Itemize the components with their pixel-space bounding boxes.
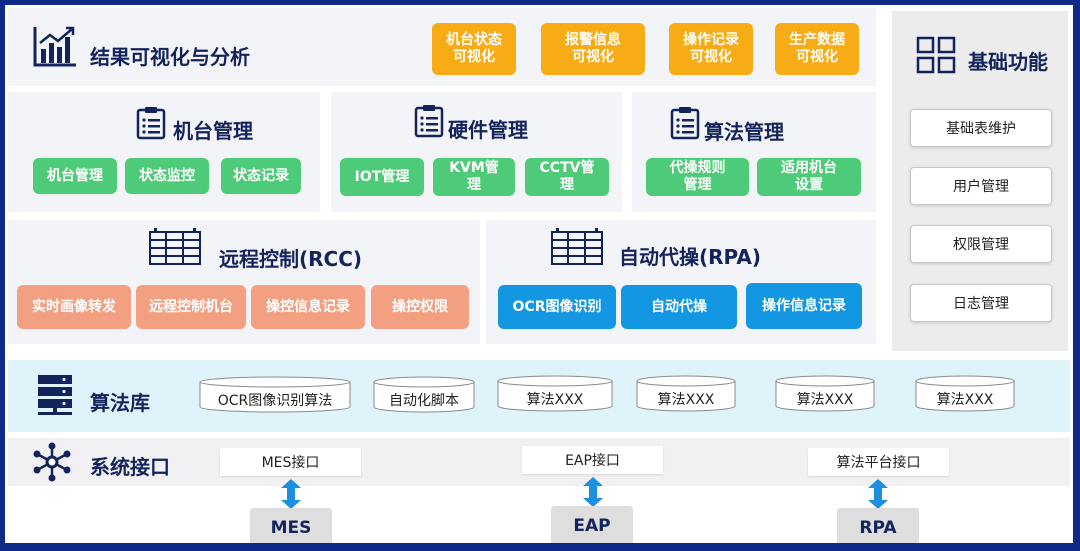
button-line-1: 生产数据 — [789, 32, 845, 48]
operation-record-button[interactable]: 操作信息记录 — [746, 283, 862, 329]
eap-system: EAP — [551, 506, 633, 543]
control-record-button[interactable]: 操控信息记录 — [251, 285, 365, 329]
cylinder-shape — [199, 376, 351, 413]
button-line-1: 操作记录 — [683, 32, 739, 48]
button-line-2: 设置 — [795, 177, 823, 193]
log-manage-button[interactable]: 日志管理 — [910, 284, 1052, 322]
visualization-title: 结果可视化与分析 — [90, 45, 250, 69]
ocr-recognition-button[interactable]: OCR图像识别 — [498, 285, 616, 329]
cylinder-shape — [373, 376, 475, 413]
server-rack-icon — [149, 228, 201, 265]
button-line-1: IOT管理 — [354, 168, 410, 185]
algorithm-platform-interface: 算法平台接口 — [808, 448, 949, 476]
basic-table-button[interactable]: 基础表维护 — [910, 109, 1052, 147]
realtime-image-button[interactable]: 实时画像转发 — [17, 285, 131, 329]
kvm-manage-button[interactable]: KVM管 理 — [433, 158, 515, 196]
button-line-2: 可视化 — [453, 49, 495, 65]
rule-manage-button[interactable]: 代操规则 管理 — [646, 158, 749, 196]
iot-manage-button[interactable]: IOT管理 — [340, 158, 424, 196]
machine-manage-button[interactable]: 机台管理 — [33, 158, 117, 194]
rpa-title: 自动代操(RPA) — [619, 245, 761, 269]
viz-operation-record-button[interactable]: 操作记录 可视化 — [669, 23, 753, 75]
control-permission-button[interactable]: 操控权限 — [371, 285, 469, 329]
viz-alarm-info-button[interactable]: 报警信息 可视化 — [541, 23, 645, 75]
hardware-title: 硬件管理 — [448, 118, 528, 142]
button-line-2: 可视化 — [572, 49, 614, 65]
button-line-2: 管理 — [683, 177, 712, 193]
library-item: OCR图像识别算法 — [199, 376, 351, 414]
library-item-label: 算法XXX — [796, 392, 854, 408]
library-item-label: OCR图像识别算法 — [217, 393, 333, 409]
cylinder-shape — [915, 375, 1015, 412]
button-line-2: 理 — [467, 177, 481, 193]
button-line-1: 代操规则 — [669, 160, 726, 176]
button-line-1: 报警信息 — [565, 32, 621, 48]
double-arrow-icon — [583, 477, 603, 507]
clipboard-icon — [414, 105, 444, 138]
eap-interface: EAP接口 — [522, 446, 663, 474]
rpa-system: RPA — [837, 508, 919, 543]
button-line-2: 可视化 — [690, 49, 732, 65]
library-item-label: 自动化脚本 — [389, 393, 459, 409]
database-server-icon — [38, 375, 72, 415]
button-line-1: CCTV管 — [539, 160, 595, 176]
rcc-title: 远程控制(RCC) — [219, 247, 363, 271]
library-title: 算法库 — [90, 391, 150, 415]
architecture-diagram: 结果可视化与分析 机台状态 可视化 报警信息 可视化 操作记录 可视化 生产数据… — [5, 5, 1073, 543]
double-arrow-icon — [868, 479, 888, 509]
remote-control-button[interactable]: 远程控制机台 — [136, 285, 246, 329]
library-item-label: 算法XXX — [657, 392, 715, 408]
mes-interface: MES接口 — [220, 448, 361, 476]
clipboard-icon — [670, 107, 700, 140]
mes-system: MES — [250, 508, 332, 543]
button-line-2: 理 — [560, 177, 574, 193]
clipboard-icon — [136, 107, 166, 140]
grid-icon — [916, 36, 956, 74]
library-item-label: 算法XXX — [526, 392, 584, 408]
button-line-2: 可视化 — [796, 49, 838, 65]
machine-title: 机台管理 — [173, 119, 253, 143]
library-item: 算法XXX — [636, 375, 736, 413]
status-record-button[interactable]: 状态记录 — [221, 158, 301, 194]
status-monitor-button[interactable]: 状态监控 — [125, 158, 209, 194]
algorithm-mgmt-title: 算法管理 — [704, 120, 784, 144]
permission-manage-button[interactable]: 权限管理 — [910, 225, 1052, 263]
viz-production-data-button[interactable]: 生产数据 可视化 — [775, 23, 859, 75]
library-item-label: 算法XXX — [936, 392, 994, 408]
network-nodes-icon — [33, 442, 71, 482]
button-line-1: 适用机台 — [781, 160, 837, 176]
button-line-1: 机台状态 — [446, 32, 502, 48]
double-arrow-icon — [281, 479, 301, 509]
interfaces-title: 系统接口 — [90, 455, 170, 479]
cylinder-shape — [497, 375, 613, 412]
cylinder-shape — [636, 375, 736, 412]
library-item: 自动化脚本 — [373, 376, 475, 414]
library-item: 算法XXX — [775, 375, 875, 413]
server-rack-icon — [551, 228, 603, 265]
library-item: 算法XXX — [915, 375, 1015, 413]
button-line-1: KVM管 — [449, 160, 499, 176]
cylinder-shape — [775, 375, 875, 412]
auto-operation-button[interactable]: 自动代操 — [621, 285, 737, 329]
bar-chart-icon — [33, 26, 76, 67]
basic-title: 基础功能 — [968, 50, 1048, 74]
cctv-manage-button[interactable]: CCTV管 理 — [525, 158, 609, 196]
user-manage-button[interactable]: 用户管理 — [910, 167, 1052, 205]
viz-machine-status-button[interactable]: 机台状态 可视化 — [432, 23, 516, 75]
machine-setting-button[interactable]: 适用机台 设置 — [757, 158, 861, 196]
library-item: 算法XXX — [497, 375, 613, 413]
